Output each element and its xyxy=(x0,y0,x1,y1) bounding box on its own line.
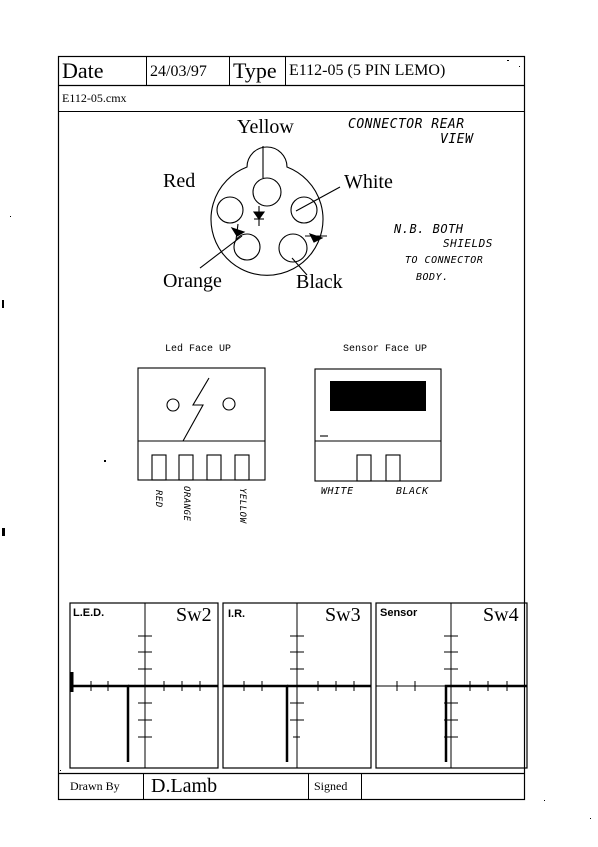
type-label: Type xyxy=(233,58,277,83)
pin-red xyxy=(216,196,244,224)
led-leg-3 xyxy=(206,454,222,481)
led-leg-2 xyxy=(178,454,194,481)
scope-switch-sensor: Sw4 xyxy=(483,604,519,626)
scope-title-led: L.E.D. xyxy=(73,607,105,619)
drawn-by-value: D.Lamb xyxy=(151,775,218,797)
pin-black xyxy=(278,233,308,263)
sensor-leg-label-black: BLACK xyxy=(396,486,429,497)
date-value: 24/03/97 xyxy=(150,63,207,80)
sensor-face-caption: Sensor Face UP xyxy=(343,344,428,355)
sensor-package xyxy=(314,368,442,482)
scope-switch-ir: Sw3 xyxy=(325,604,361,626)
pin-label-black: Black xyxy=(296,271,343,293)
connector-note-line1: CONNECTOR REAR xyxy=(348,117,465,132)
shield-note-line3: TO CONNECTOR xyxy=(405,255,484,266)
led-leg-1 xyxy=(151,454,167,481)
pin-label-yellow: Yellow xyxy=(237,116,294,138)
shield-note-line4: BODY. xyxy=(416,272,449,283)
file-name: E112-05.cmx xyxy=(62,91,127,105)
scope-panel-sensor xyxy=(375,602,528,769)
scope-title-sensor: Sensor xyxy=(380,607,418,619)
led-face-caption: Led Face UP xyxy=(165,344,232,355)
sensor-window xyxy=(330,381,426,411)
drawn-by-label: Drawn By xyxy=(70,779,120,793)
led-package xyxy=(137,367,266,481)
connector-body-outline xyxy=(210,146,324,276)
scope-panel-led xyxy=(69,602,219,769)
connector-note-line2: VIEW xyxy=(440,132,474,147)
signed-label: Signed xyxy=(314,779,348,793)
pin-yellow xyxy=(252,177,282,207)
date-label: Date xyxy=(62,58,104,83)
type-value: E112-05 (5 PIN LEMO) xyxy=(289,62,446,79)
led-leg-4 xyxy=(234,454,250,481)
scope-title-ir: I.R. xyxy=(228,608,246,620)
sensor-leg-2 xyxy=(385,454,401,482)
pin-white xyxy=(290,196,318,224)
sensor-leg-1 xyxy=(356,454,372,482)
shield-note-line1: N.B. BOTH xyxy=(394,222,464,236)
pin-label-orange: Orange xyxy=(163,270,222,292)
pin-orange xyxy=(233,233,261,261)
scope-panel-ir xyxy=(222,602,372,769)
pin-label-red: Red xyxy=(163,170,196,192)
pin-label-white: White xyxy=(344,171,393,193)
shield-note-line2: SHIELDS xyxy=(443,237,493,250)
scope-switch-led: Sw2 xyxy=(176,604,212,626)
sensor-leg-label-white: WHITE xyxy=(321,486,354,497)
